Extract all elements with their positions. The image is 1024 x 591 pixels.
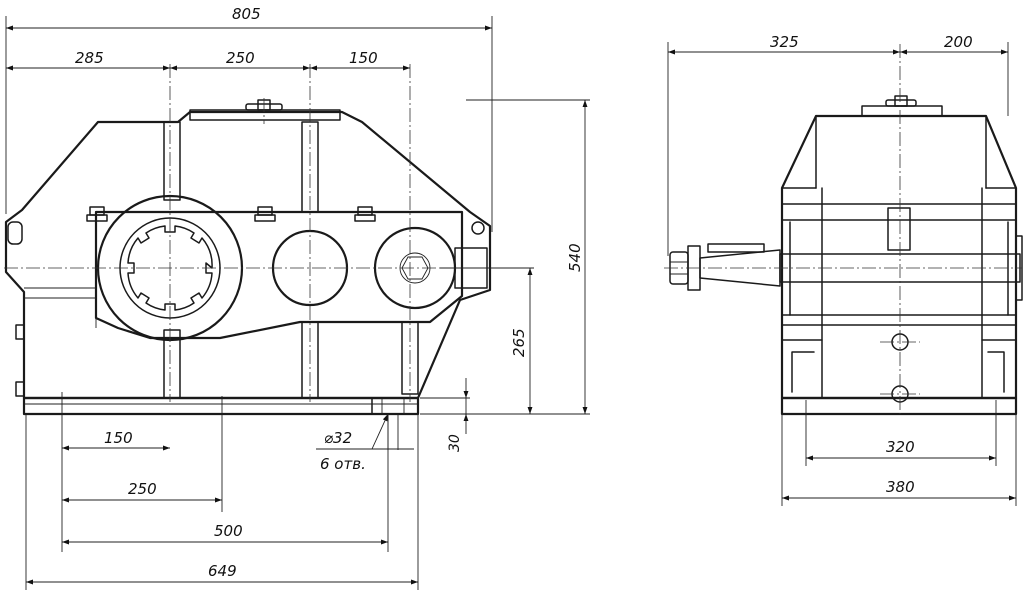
dim-base-length: 649	[208, 562, 237, 580]
dim-axis-height: 265	[510, 328, 528, 357]
dim-height: 540	[566, 243, 584, 272]
dim-overall-length: 805	[232, 5, 261, 23]
dim-bolt-spacing-1: 150	[104, 429, 133, 447]
dim-base-width: 380	[886, 478, 915, 496]
dim-seg-2: 250	[226, 49, 255, 67]
dim-hole-diameter: ⌀32	[324, 429, 352, 447]
side-view	[664, 44, 1023, 416]
dim-base-thickness: 30	[447, 434, 463, 452]
dim-hole-count: 6 отв.	[320, 455, 366, 473]
dim-bolt-spacing-3: 500	[214, 522, 243, 540]
dim-bolt-span: 320	[886, 438, 915, 456]
front-flange	[94, 210, 464, 340]
dim-right-width: 200	[944, 33, 973, 51]
front-base	[22, 396, 420, 416]
side-top-cover	[861, 105, 943, 117]
splined-bore	[127, 225, 213, 311]
dim-seg-1: 285	[75, 49, 104, 67]
flange-bolt	[254, 206, 276, 222]
dim-seg-3: 150	[349, 49, 378, 67]
front-view	[4, 64, 498, 416]
dim-left-width: 325	[770, 33, 799, 51]
front-dimensions: 805 285 250 150 540 265 30 150 250 500 6…	[5, 5, 590, 590]
flange-bolt	[354, 206, 376, 222]
flange-bolt	[86, 206, 108, 222]
side-housing-outline	[780, 114, 1018, 400]
side-base	[780, 396, 1018, 416]
dim-bolt-spacing-2: 250	[128, 480, 157, 498]
side-dimensions: 325 200 320 380	[667, 33, 1017, 506]
front-housing-outline	[4, 110, 492, 400]
